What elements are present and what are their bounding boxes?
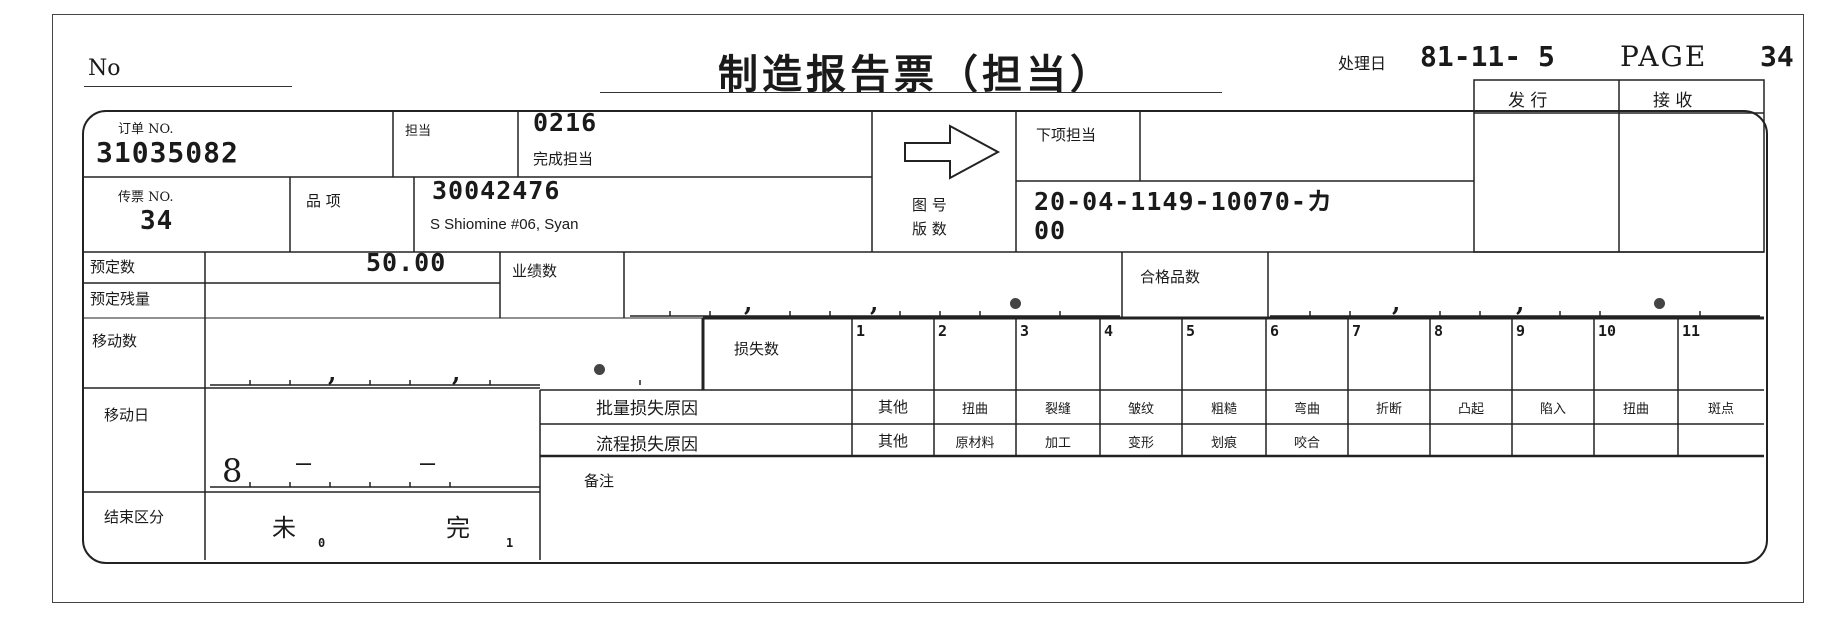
next-charge-label: 下项担当: [1036, 126, 1097, 144]
drawing-number: 20-04-1149-10070-カ: [1034, 187, 1333, 216]
order-number: 31035082: [96, 136, 239, 169]
end-done-label: 完: [446, 514, 470, 542]
no-underline: [84, 86, 292, 87]
flow-loss-label: 流程损失原因: [596, 435, 698, 455]
flow-reason-3: 加工: [1044, 436, 1071, 451]
batch-reason-2: 扭曲: [961, 402, 988, 417]
page-label: PAGE: [1620, 40, 1708, 73]
batch-reason-11: 斑点: [1707, 402, 1734, 417]
date-label: 处理日: [1338, 54, 1387, 73]
page-number: 34: [1760, 40, 1794, 73]
complete-charge-label: 完成担当: [533, 150, 594, 168]
move-qty-label: 移动数: [92, 332, 138, 350]
loss-label: 损失数: [734, 340, 780, 358]
batch-reason-8: 凸起: [1457, 402, 1484, 417]
no-label: No: [88, 56, 121, 81]
loss-number-3: 3: [1020, 322, 1030, 340]
move-qty-decimal-dot: [594, 364, 605, 375]
issue-label: 发 行: [1508, 91, 1548, 111]
processing-date: 81-11- 5: [1420, 40, 1555, 73]
batch-reason-9: 陷入: [1539, 402, 1566, 417]
end-open-code: 0: [318, 536, 326, 550]
move-qty-comma-1: ,: [328, 358, 337, 387]
flow-reason-1: 其他: [877, 432, 908, 450]
order-label: 订单 NO.: [118, 122, 174, 137]
pass-comma-2: ,: [1516, 288, 1525, 317]
results-decimal-dot: [1010, 298, 1021, 309]
end-category-label: 结束区分: [104, 508, 165, 526]
form-title: 制造报告票（担当）: [718, 51, 1114, 98]
batch-reason-4: 皱纹: [1127, 402, 1154, 417]
loss-number-7: 7: [1352, 322, 1362, 340]
pass-decimal-dot: [1654, 298, 1665, 309]
batch-reason-5: 粗糙: [1210, 402, 1237, 417]
pass-label: 合格品数: [1140, 268, 1201, 286]
flow-reason-4: 变形: [1127, 436, 1154, 451]
batch-reason-3: 裂缝: [1044, 402, 1071, 417]
receive-label: 接 收: [1653, 91, 1693, 111]
batch-reason-1: 其他: [877, 398, 908, 416]
title-underline: [600, 92, 1222, 93]
charge-code: 0216: [533, 108, 598, 137]
version-label: 版 数: [912, 220, 947, 238]
planned-value: 50.00: [366, 248, 447, 277]
results-label: 业绩数: [512, 262, 558, 280]
flow-reason-2: 原材料: [955, 436, 995, 451]
move-date-dash-2: —: [420, 448, 437, 477]
end-open-label: 未: [272, 514, 296, 542]
remarks-label: 备注: [584, 472, 615, 490]
loss-number-10: 10: [1598, 322, 1617, 340]
loss-number-6: 6: [1270, 322, 1280, 340]
item-label: 品 项: [306, 192, 341, 210]
end-done-code: 1: [506, 536, 514, 550]
pass-comma-1: ,: [1392, 288, 1401, 317]
item-code: 30042476: [432, 176, 561, 205]
version-number: 00: [1034, 216, 1067, 245]
batch-loss-label: 批量损失原因: [596, 399, 698, 419]
results-comma-2: ,: [870, 288, 879, 317]
loss-number-2: 2: [938, 322, 948, 340]
batch-reason-7: 折断: [1375, 402, 1402, 417]
loss-number-9: 9: [1516, 322, 1526, 340]
slip-label: 传票 NO.: [118, 190, 174, 205]
results-comma-1: ,: [744, 288, 753, 317]
flow-reason-5: 划痕: [1210, 436, 1237, 451]
move-date-label: 移动日: [104, 406, 150, 424]
loss-number-4: 4: [1104, 322, 1114, 340]
drawing-number-label: 图 号: [912, 196, 947, 214]
charge-label: 担当: [405, 124, 432, 139]
move-date-month: 8: [222, 452, 244, 490]
item-name: S Shiomine #06, Syan: [430, 216, 579, 233]
loss-number-1: 1: [856, 322, 866, 340]
batch-reason-10: 扭曲: [1622, 402, 1649, 417]
move-qty-comma-2: ,: [452, 358, 461, 387]
batch-reason-6: 弯曲: [1293, 402, 1320, 417]
loss-number-8: 8: [1434, 322, 1444, 340]
flow-reason-6: 咬合: [1293, 436, 1320, 451]
planned-label: 预定数: [90, 258, 136, 276]
slip-number: 34: [140, 206, 174, 236]
loss-number-11: 11: [1682, 322, 1701, 340]
planned-remaining-label: 预定残量: [90, 290, 151, 308]
move-date-dash-1: —: [296, 448, 313, 477]
loss-number-5: 5: [1186, 322, 1196, 340]
form-card: [82, 110, 1768, 564]
